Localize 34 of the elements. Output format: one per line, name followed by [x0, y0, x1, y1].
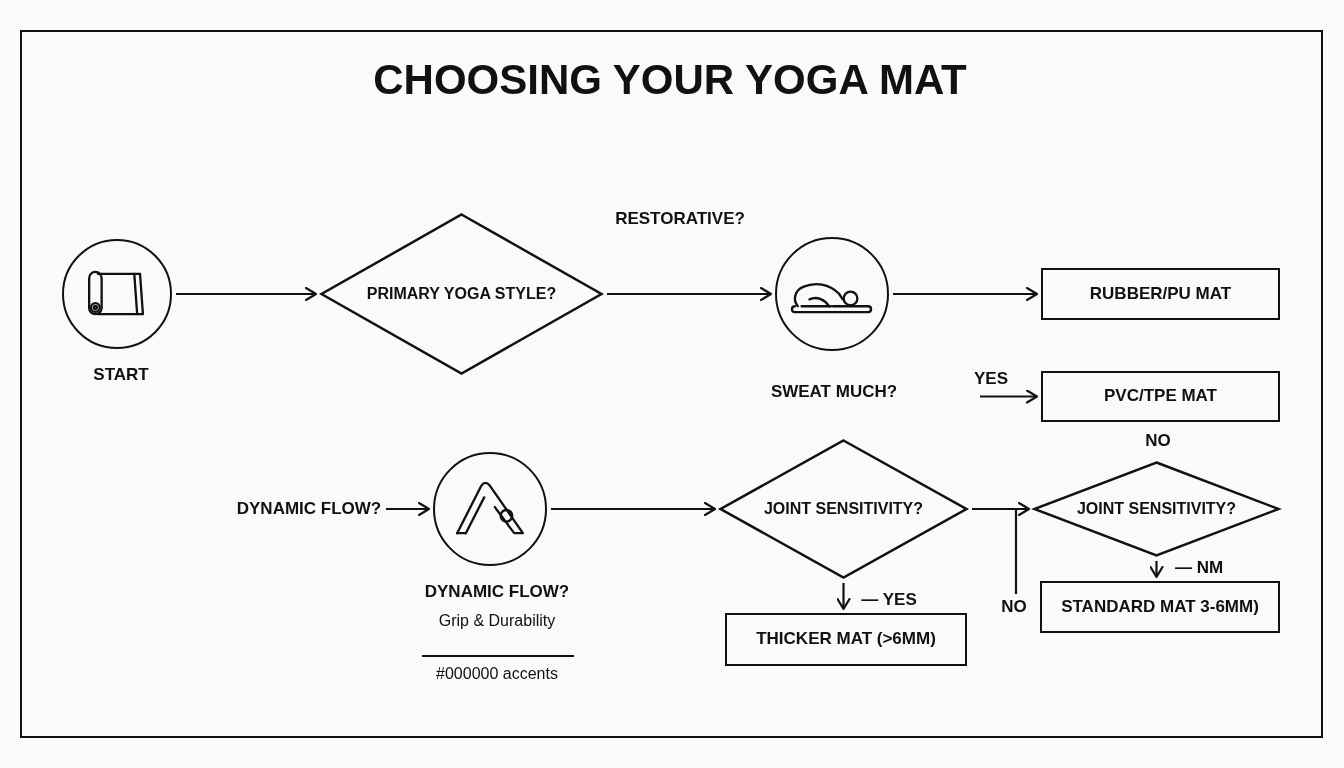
arrow	[607, 286, 773, 302]
question-text: JOINT SENSITIVITY?	[1076, 499, 1237, 519]
step-description: Grip & Durability	[438, 611, 556, 631]
step-circle	[433, 452, 547, 566]
mat-type-text: STANDARD MAT 3-6MM)	[1061, 596, 1259, 618]
note-text: #000000 accents	[436, 664, 558, 684]
arrow	[386, 501, 431, 517]
step-circle	[62, 239, 172, 349]
branch-label: NO	[1145, 431, 1171, 452]
connector-line	[972, 507, 1018, 594]
result-box	[1040, 581, 1280, 633]
decision-diamond	[320, 213, 603, 375]
step-circle	[775, 237, 889, 351]
diagram-title: CHOOSING YOUR YOGA MAT	[373, 56, 967, 105]
arrow	[551, 501, 717, 517]
arrow	[1149, 561, 1164, 579]
arrow	[893, 286, 1039, 302]
result-box	[725, 613, 967, 666]
question-text: DYNAMIC FLOW?	[236, 498, 382, 520]
question-text: PRIMARY YOGA STYLE?	[366, 284, 557, 304]
question-text: JOINT SENSITIVITY?	[763, 499, 924, 519]
arrow	[980, 389, 1039, 404]
decision-diamond	[719, 439, 968, 579]
mat-type-text: PVC/TPE MAT	[1104, 386, 1217, 407]
decision-diamond	[1033, 461, 1280, 557]
result-box	[1041, 371, 1280, 422]
step-caption: SWEAT MUCH?	[770, 382, 898, 403]
step-caption: DYNAMIC FLOW?	[424, 582, 570, 603]
step-caption: START	[93, 365, 149, 386]
mat-type-text: THICKER MAT (>6MM)	[756, 629, 936, 650]
mat-type-text: RUBBER/PU MAT	[1089, 283, 1232, 305]
arrow	[176, 286, 318, 302]
result-box	[1041, 268, 1280, 320]
arrow	[836, 583, 851, 611]
